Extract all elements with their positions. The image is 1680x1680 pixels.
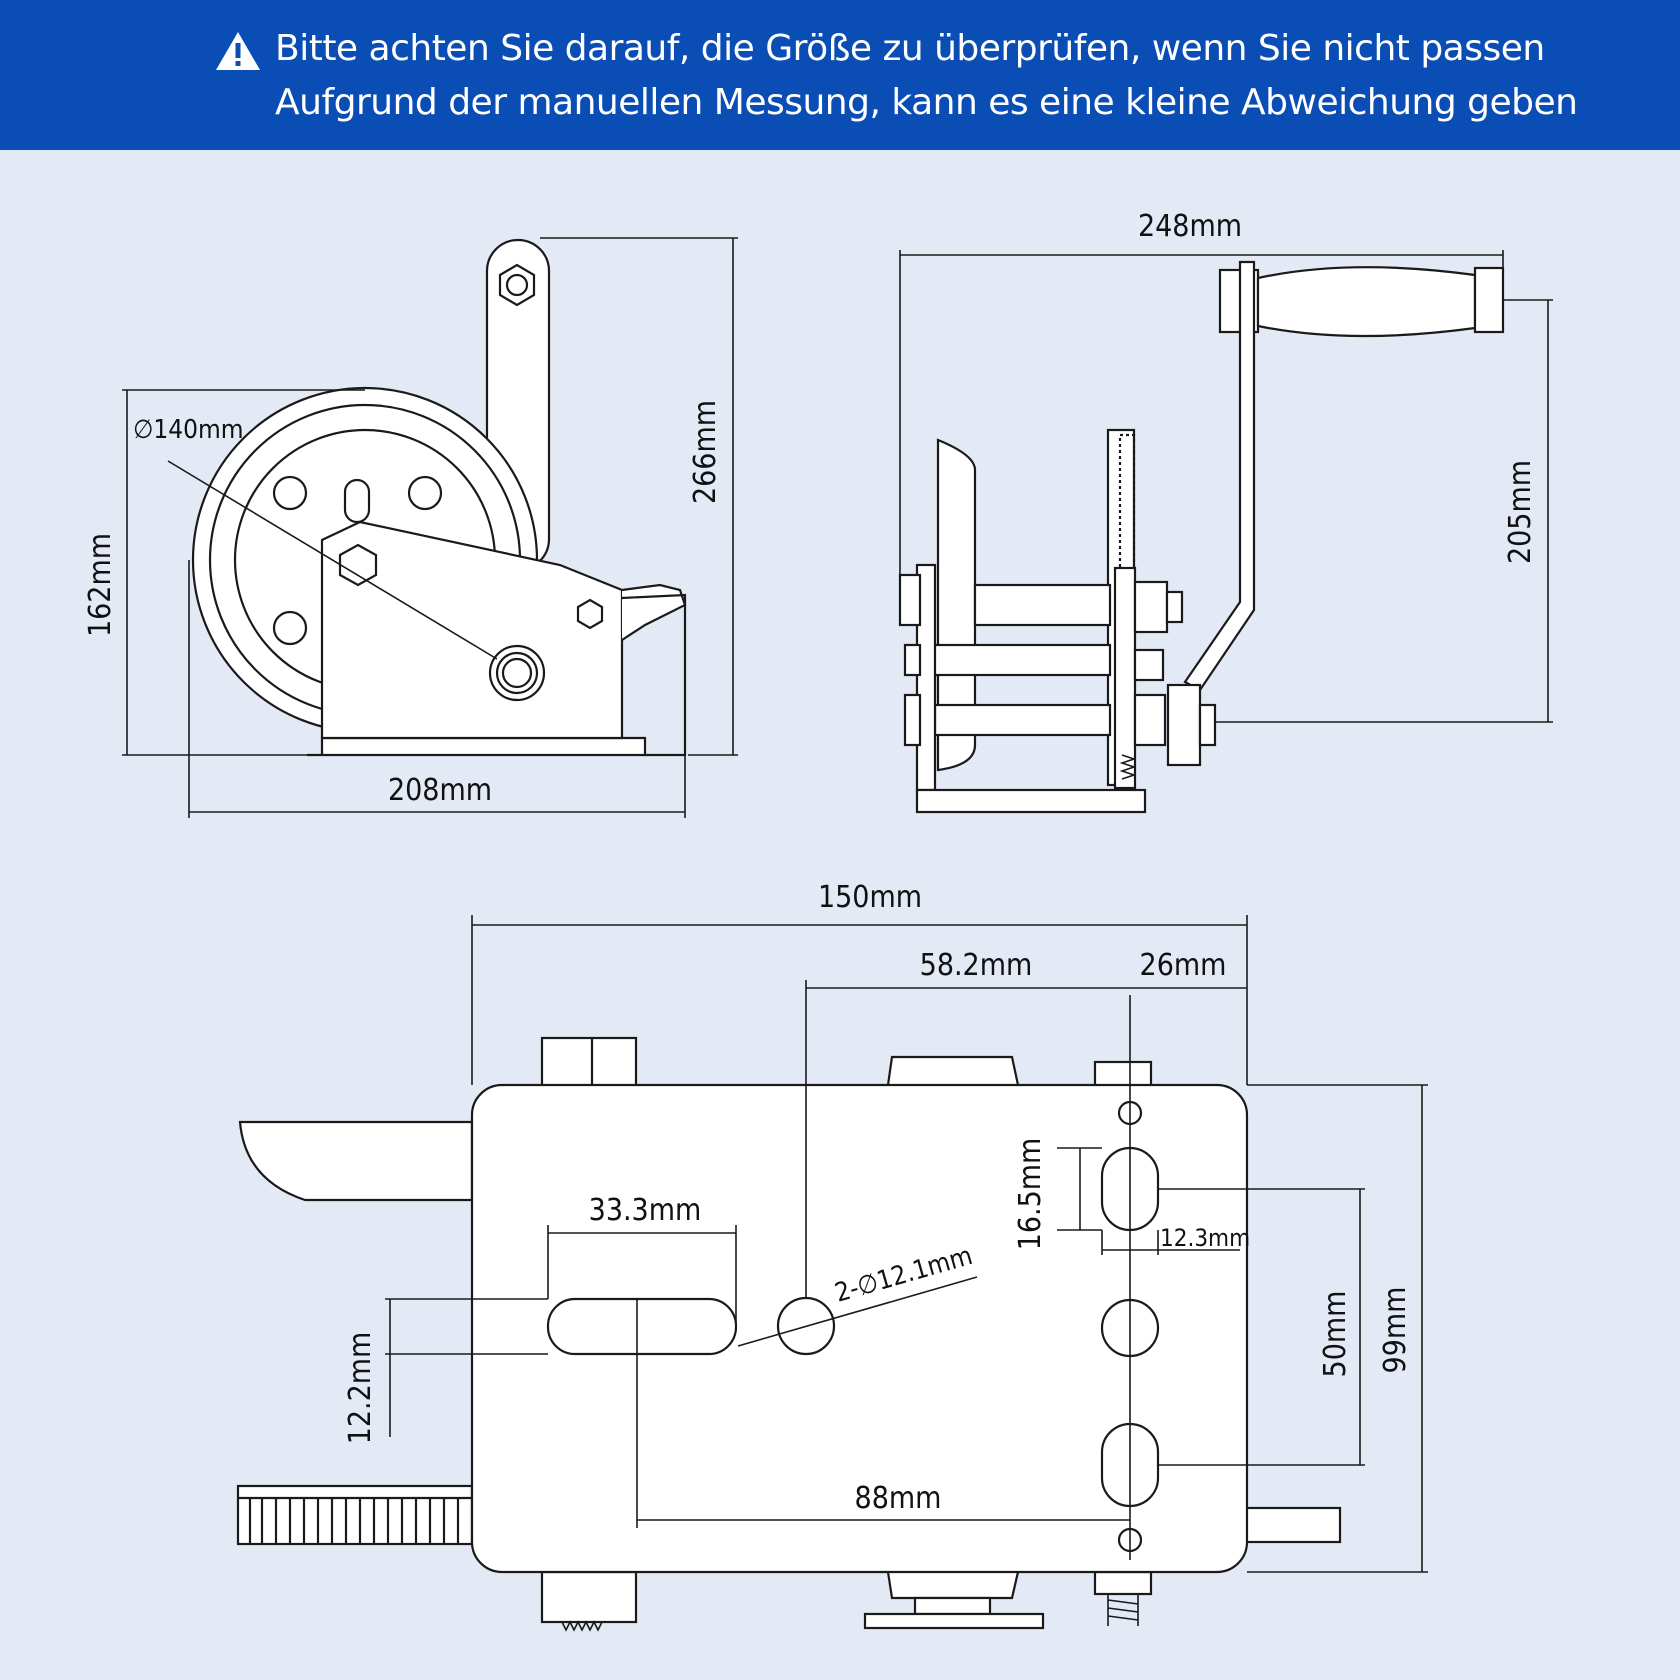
side-height-drum-label: 162mm: [83, 533, 118, 637]
front-view: 248mm 205mm: [898, 209, 1553, 814]
top-edge-offset-label: 26mm: [1140, 948, 1227, 983]
top-slot-width-label: 12.2mm: [343, 1332, 378, 1445]
side-diameter-label: ∅140mm: [133, 415, 244, 445]
top-total-width-label: 150mm: [818, 880, 922, 915]
top-slot-length-label: 33.3mm: [589, 1193, 702, 1228]
warning-banner: Bitte achten Sie darauf, die Größe zu üb…: [0, 0, 1680, 150]
warning-triangle-icon: [216, 32, 260, 70]
side-width-label: 208mm: [388, 773, 492, 808]
top-slot-distance-label: 88mm: [855, 1481, 942, 1516]
top-slot-height-label: 16.5mm: [1013, 1138, 1048, 1251]
side-view: ∅140mm 266mm 162mm 208mm: [83, 237, 738, 818]
top-plate-depth-label: 99mm: [1378, 1287, 1413, 1374]
banner-line-1: Bitte achten Sie darauf, die Größe zu üb…: [275, 28, 1545, 69]
winch-technical-drawing: ∅140mm 266mm 162mm 208mm: [83, 209, 1553, 1632]
top-view: 150mm 58.2mm 26mm 33.3mm 12.2mm 2-∅12.1m…: [236, 880, 1428, 1632]
front-handle-height-label: 205mm: [1503, 460, 1538, 564]
banner-line-2: Aufgrund der manuellen Messung, kann es …: [275, 82, 1578, 123]
top-hole-offset-label: 58.2mm: [920, 948, 1033, 983]
top-slot-width-right-label: 12.3mm: [1160, 1224, 1250, 1252]
front-width-label: 248mm: [1138, 209, 1242, 244]
top-slot-spacing-label: 50mm: [1318, 1291, 1353, 1378]
side-height-total-label: 266mm: [688, 400, 723, 504]
